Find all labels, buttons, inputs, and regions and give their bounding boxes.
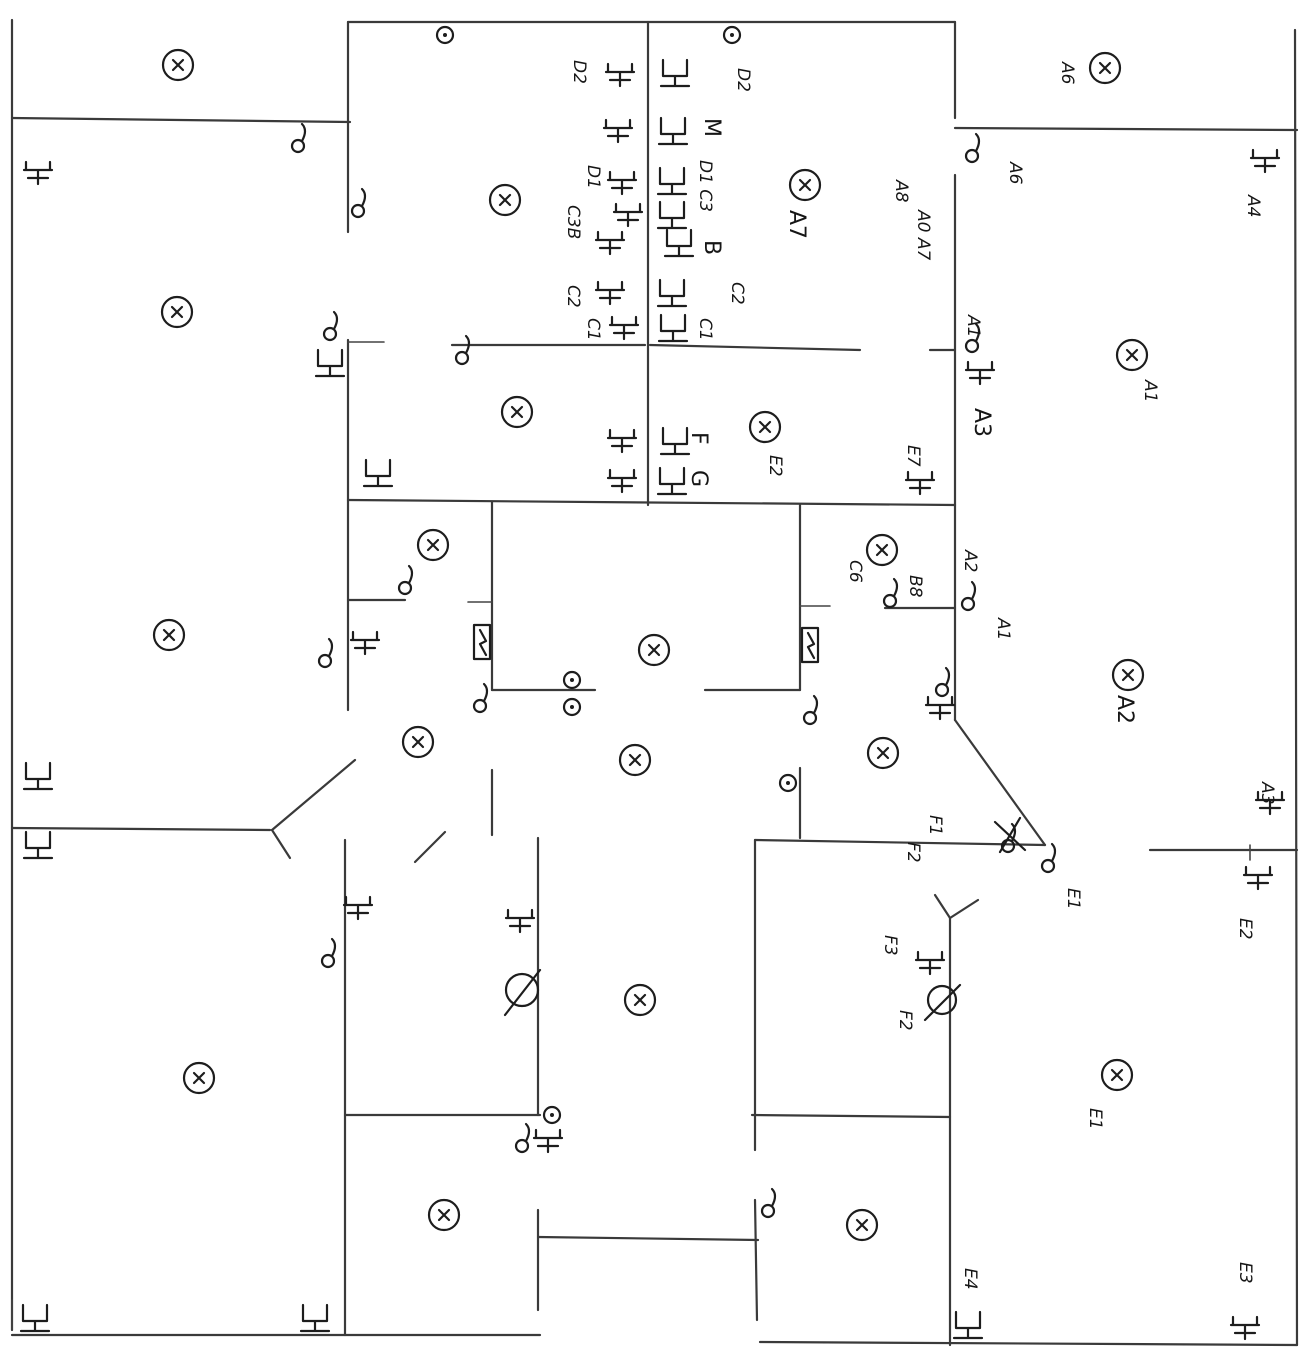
label-a1-mid: A1 xyxy=(963,314,983,337)
label-c1-right: C1 xyxy=(695,318,715,341)
labels: D2 D2 M D1 C3 D1 C3B B C2 C2 C1 C1 A7 A8… xyxy=(563,60,1277,1290)
label-f2: F2 xyxy=(895,1010,915,1031)
label-e1-bottom: E1 xyxy=(1085,1108,1105,1130)
ceiling-points xyxy=(435,25,798,1125)
switches xyxy=(290,122,1057,1219)
label-a2-small: A2 xyxy=(960,549,980,572)
label-c1-left: C1 xyxy=(583,318,603,341)
label-a1-lower: A1 xyxy=(993,617,1013,640)
label-m: M xyxy=(699,118,724,137)
electric-panels xyxy=(472,623,820,664)
label-d1: D1 xyxy=(583,165,603,189)
label-b: B xyxy=(699,240,724,255)
label-e4: E4 xyxy=(960,1268,980,1290)
label-a7: A7 xyxy=(784,210,809,239)
label-a6-top: A6 xyxy=(1057,61,1077,85)
label-a1-center: A1 xyxy=(1140,379,1160,402)
label-a2: A2 xyxy=(1112,695,1137,724)
label-a4: A4 xyxy=(1243,194,1263,217)
label-d2-left: D2 xyxy=(569,60,589,84)
label-e7: E7 xyxy=(903,445,923,467)
walls xyxy=(10,18,1299,1347)
label-e2-center: E2 xyxy=(765,455,785,477)
label-c2-right: C2 xyxy=(727,282,747,305)
label-e2-right: E2 xyxy=(1235,918,1255,940)
cross-fixtures xyxy=(503,816,1027,1022)
label-f1: F1 xyxy=(925,815,945,836)
luminaires xyxy=(152,48,1149,1242)
label-a3b: A3 xyxy=(1257,781,1277,804)
label-a6-left: A6 xyxy=(1005,161,1025,185)
label-d2-top: D2 xyxy=(733,68,753,92)
label-c2-left: C2 xyxy=(563,285,583,308)
label-f2-top: F2 xyxy=(903,842,923,863)
label-g: G xyxy=(686,470,711,487)
label-d1-c3-right: D1 C3 xyxy=(695,160,715,212)
label-c3b: C3B xyxy=(563,205,583,239)
label-f3: F3 xyxy=(880,935,900,956)
label-a8: A8 xyxy=(891,179,911,203)
label-b8: B8 xyxy=(905,575,925,598)
label-c6: C6 xyxy=(845,560,865,583)
label-a3: A3 xyxy=(969,408,994,437)
label-f: F xyxy=(686,432,711,445)
label-e3: E3 xyxy=(1235,1262,1255,1284)
outlets xyxy=(19,58,1286,1341)
label-e1-mid: E1 xyxy=(1063,888,1083,910)
label-a0-a7: A0 A7 xyxy=(913,209,933,260)
